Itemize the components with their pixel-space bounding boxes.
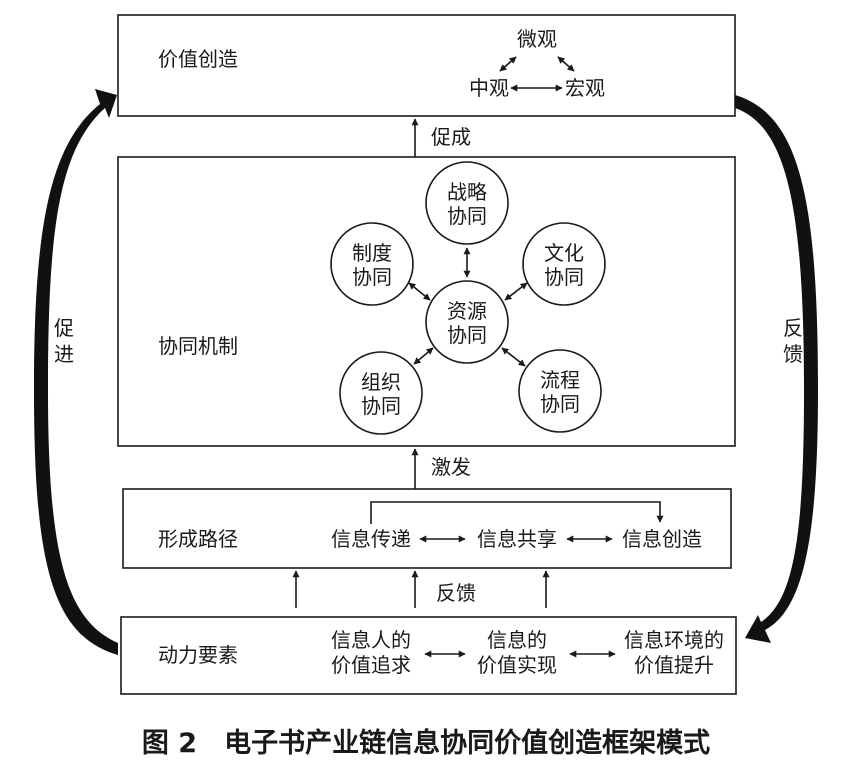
value-creation-box [117, 14, 736, 117]
resource-line1: 资源 [447, 299, 487, 323]
system-line1: 制度 [352, 241, 392, 265]
process-line1: 流程 [540, 368, 580, 392]
value-creation-label: 价值创造 [158, 47, 238, 71]
meso-label: 中观 [469, 76, 509, 100]
strategy-line2: 协同 [447, 204, 487, 228]
info-transfer-label: 信息传递 [331, 527, 411, 551]
promote-label: 促成 [431, 125, 471, 149]
resource-line2: 协同 [447, 323, 487, 347]
macro-label: 宏观 [565, 76, 605, 100]
feedback-mid-label: 反馈 [436, 581, 476, 605]
stimulate-label: 激发 [431, 455, 471, 479]
organization-circle [339, 351, 423, 435]
resource-organization-arrow [413, 347, 434, 365]
left-side-char2: 进 [54, 342, 74, 366]
right-side-char2: 馈 [783, 342, 803, 366]
left-side-char1: 促 [54, 316, 74, 340]
micro-meso-arrow [499, 56, 517, 72]
realize-line1: 信息的 [487, 628, 547, 652]
pursuit-line1: 信息人的 [331, 628, 411, 652]
resource-process-arrow [501, 347, 526, 367]
info-share-label: 信息共享 [477, 527, 557, 551]
right-side-char1: 反 [783, 316, 803, 340]
process-circle [518, 349, 602, 433]
micro-macro-arrow [557, 56, 575, 72]
culture-resource-arrow [504, 282, 528, 301]
figure-caption: 图 2 电子书产业链信息协同价值创造框架模式 [142, 727, 710, 759]
promote-curved-arrow [34, 89, 118, 655]
info-create-label: 信息创造 [622, 527, 702, 551]
organization-line1: 组织 [361, 370, 401, 394]
mechanism-label: 协同机制 [158, 334, 238, 358]
organization-line2: 协同 [361, 394, 401, 418]
upgrade-line2: 价值提升 [634, 653, 714, 677]
transfer-create-loop-arrow [370, 501, 664, 524]
system-circle [330, 222, 414, 306]
system-resource-arrow [408, 282, 431, 301]
resource-circle [425, 280, 509, 364]
strategy-circle [425, 161, 509, 245]
feedback-curved-arrow [735, 95, 818, 643]
system-line2: 协同 [352, 265, 392, 289]
process-line2: 协同 [540, 392, 580, 416]
realize-line2: 价值实现 [477, 653, 557, 677]
path-label: 形成路径 [158, 527, 238, 551]
drivers-label: 动力要素 [158, 643, 238, 667]
strategy-line1: 战略 [447, 180, 487, 204]
culture-line1: 文化 [544, 241, 584, 265]
pursuit-line2: 价值追求 [331, 653, 411, 677]
upgrade-line1: 信息环境的 [624, 628, 724, 652]
culture-circle [522, 222, 606, 306]
micro-label: 微观 [517, 27, 557, 51]
culture-line2: 协同 [544, 265, 584, 289]
